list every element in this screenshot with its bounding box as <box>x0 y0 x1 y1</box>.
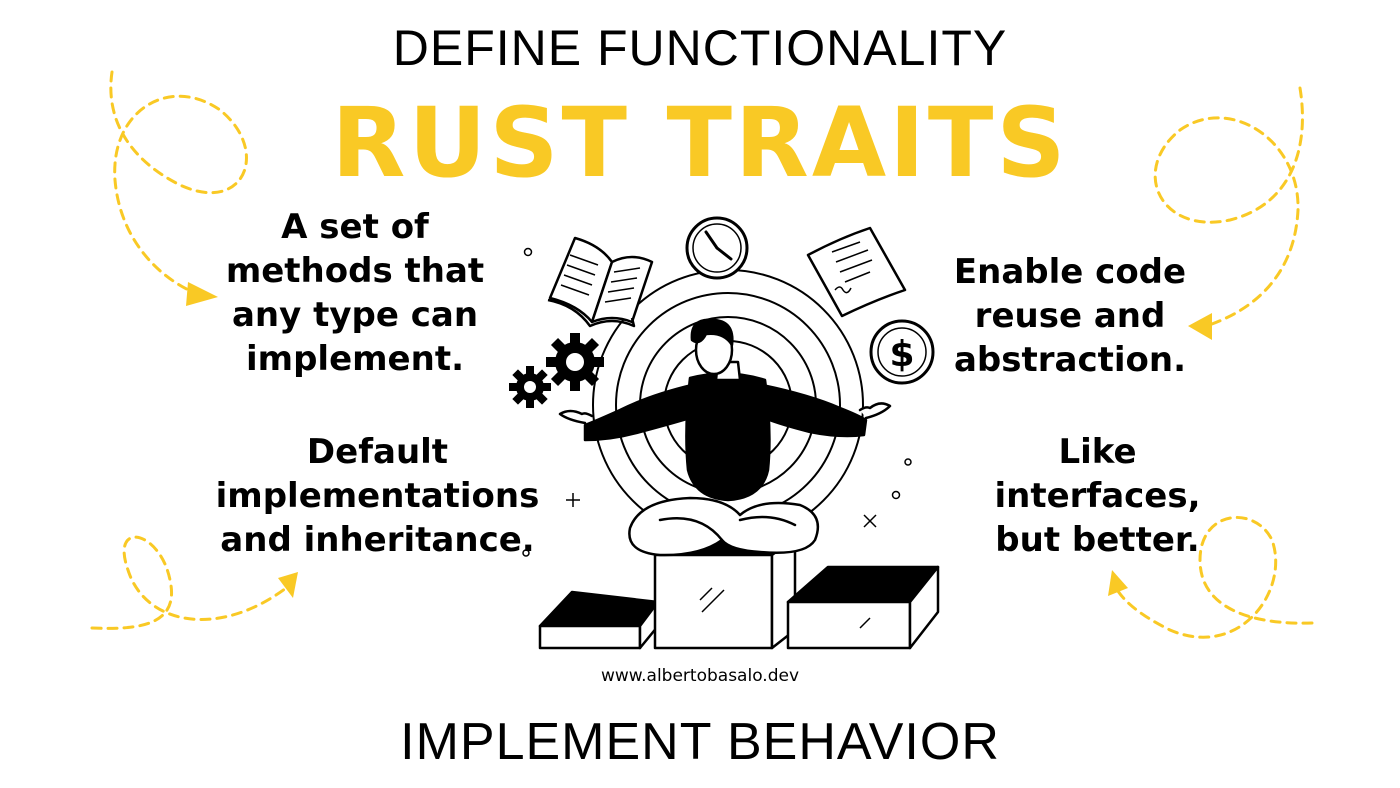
subtitle-top: DEFINE FUNCTIONALITY <box>392 20 1008 76</box>
arrowhead-top-right <box>1188 313 1212 340</box>
point-bottom-right: Like interfaces, but better. <box>994 432 1201 560</box>
dollar-coin-icon: $ <box>869 319 935 385</box>
main-title: RUST TRAITS <box>331 87 1069 199</box>
gears-icon <box>509 333 604 408</box>
meditating-person-illustration <box>558 318 892 557</box>
arrowhead-bottom-right <box>1108 570 1128 596</box>
dashed-arrow-top-right <box>1153 86 1304 330</box>
clock-icon <box>685 216 749 280</box>
point-bottom-left: Default implementations and inheritance. <box>215 432 540 560</box>
dashed-arrow-top-left <box>109 70 248 297</box>
podium-boxes-illustration <box>538 533 940 650</box>
point-top-left: A set of methods that any type can imple… <box>225 207 485 379</box>
open-book-icon <box>547 236 654 328</box>
arrowhead-top-left <box>186 282 218 306</box>
point-top-right: Enable code reuse and abstraction. <box>953 252 1187 380</box>
document-icon <box>806 226 907 318</box>
subtitle-bottom: IMPLEMENT BEHAVIOR <box>400 713 1000 771</box>
svg-text:$: $ <box>889 334 914 375</box>
website-link[interactable]: www.albertobasalo.dev <box>600 666 800 686</box>
dashed-arrow-bottom-left <box>90 535 292 630</box>
dashed-arrow-bottom-right <box>1110 516 1314 639</box>
arrowhead-bottom-left <box>278 572 298 598</box>
